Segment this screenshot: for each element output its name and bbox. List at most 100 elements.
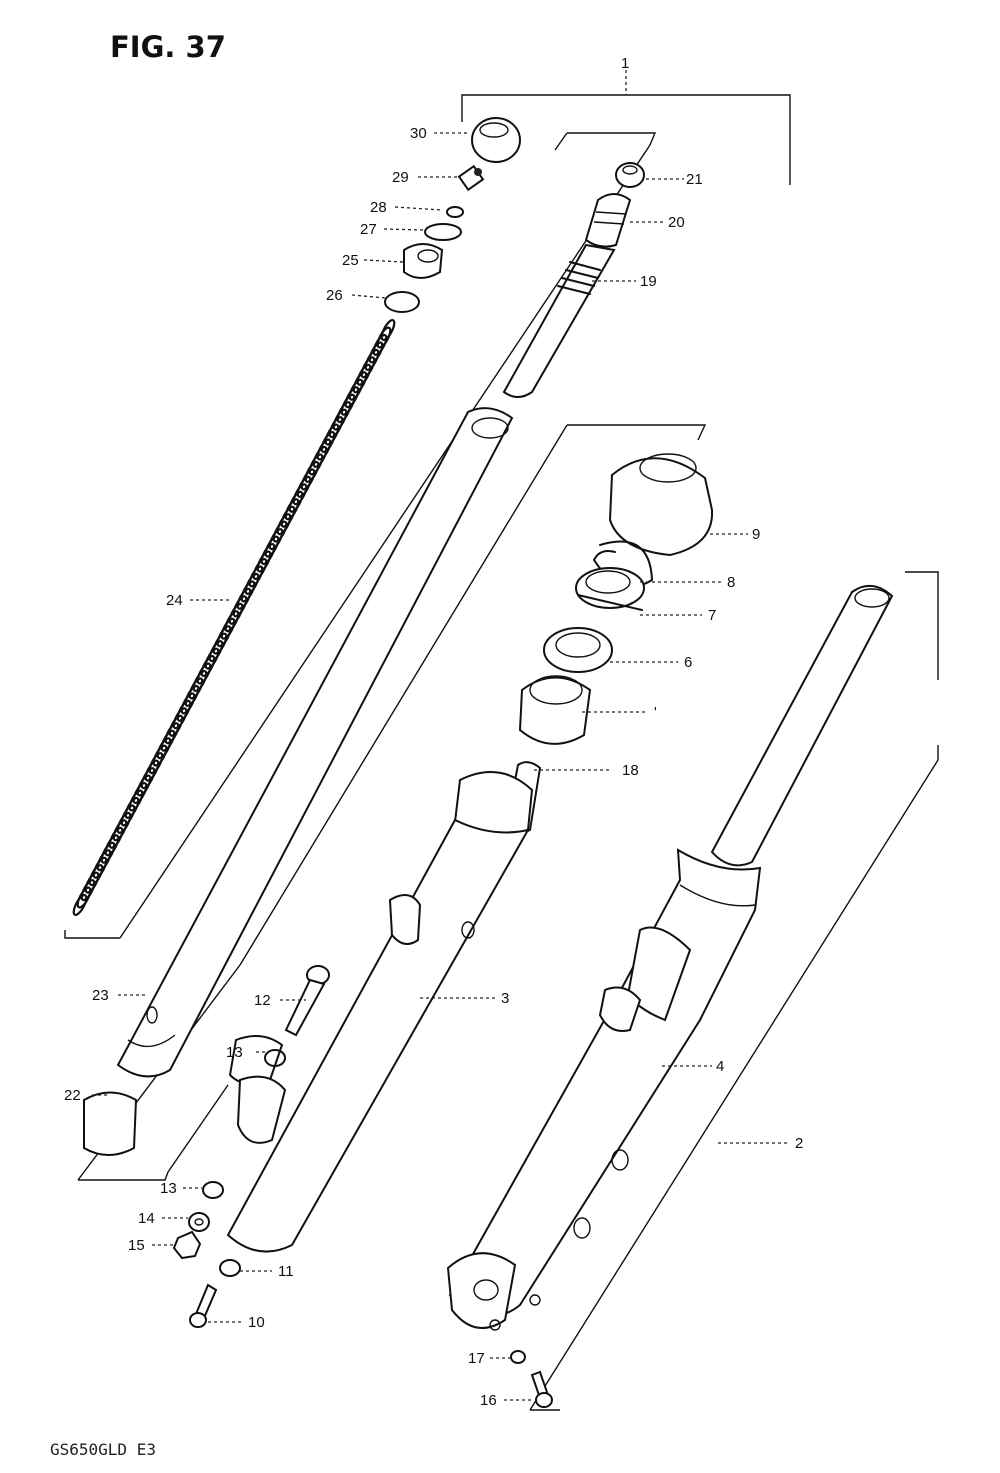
part-21-ring — [615, 162, 645, 188]
callout-23: 23 — [92, 987, 109, 1004]
callout-6: 6 — [684, 654, 692, 671]
part-17-washer — [510, 1350, 526, 1364]
callout-10: 10 — [248, 1314, 265, 1331]
spring-coil — [96, 849, 112, 872]
spring-coil — [308, 453, 324, 476]
callout-labels: 1 2 3 4 ' 6 7 8 9 10 11 12 13 13 14 15 1… — [64, 55, 803, 1409]
spring-coil — [304, 460, 320, 483]
spring-coil — [164, 722, 180, 745]
spring-coil — [124, 796, 140, 819]
part-24-spring — [72, 319, 396, 916]
spring-coil — [228, 602, 244, 625]
spring-coil — [80, 879, 96, 902]
callout-2: 2 — [795, 1135, 803, 1152]
callout-30: 30 — [410, 125, 427, 142]
callout-7: 7 — [708, 607, 716, 624]
callout-22: 22 — [64, 1087, 81, 1104]
part-15-nut — [172, 1230, 202, 1260]
group-outline-left — [64, 132, 657, 939]
callout-26: 26 — [326, 287, 343, 304]
part-14-washer — [188, 1212, 210, 1232]
spring-coil — [208, 640, 224, 663]
spring-coil — [344, 386, 360, 409]
spring-coil — [376, 326, 392, 349]
part-25-plug — [403, 243, 444, 279]
spring-coil — [192, 670, 208, 692]
spring-coil — [300, 468, 316, 491]
callout-18: 18 — [622, 762, 639, 779]
callout-17: 17 — [468, 1350, 485, 1367]
part-19-damper-rod — [502, 243, 616, 398]
spring-coil — [200, 655, 216, 677]
spring-coil — [116, 811, 132, 834]
callout-24: 24 — [166, 592, 183, 609]
spring-coil — [320, 431, 336, 453]
figure-title: FIG. 37 — [110, 30, 226, 64]
part-23-inner-tube — [116, 407, 514, 1078]
spring-coil — [76, 886, 92, 909]
figure-footer: GS650GLD E3 — [50, 1440, 156, 1459]
leader-lines — [92, 132, 790, 1401]
part-13a-washer — [264, 1049, 286, 1067]
part-20-piston — [584, 193, 632, 248]
spring-coil — [340, 393, 356, 416]
callout-5: ' — [654, 704, 657, 721]
spring-coil — [268, 528, 284, 551]
bracket-assembly-1 — [461, 70, 791, 185]
spring-coil — [280, 505, 296, 528]
callout-27: 27 — [360, 221, 377, 238]
part-29-valve — [457, 164, 485, 192]
callout-8: 8 — [727, 574, 735, 591]
callout-14: 14 — [138, 1210, 155, 1227]
spring-coil — [272, 520, 288, 543]
callout-25: 25 — [342, 252, 359, 269]
spring-coil — [188, 677, 204, 700]
spring-coil — [152, 744, 168, 767]
part-5-guide-bushing — [518, 675, 592, 745]
spring-coil — [72, 894, 88, 916]
callout-13a: 13 — [226, 1044, 243, 1061]
spring-coil — [252, 558, 268, 580]
spring-coil — [292, 483, 308, 506]
callout-1: 1 — [621, 55, 629, 72]
part-28-oring — [446, 206, 464, 218]
spring-coil — [160, 729, 176, 752]
spring-coil — [108, 826, 124, 849]
spring-coil — [232, 595, 248, 618]
part-27-oring — [424, 223, 462, 241]
spring-coil — [256, 550, 272, 573]
spring-coil — [312, 445, 328, 468]
part-16-bolt — [530, 1370, 553, 1408]
callout-4: 4 — [716, 1058, 724, 1075]
part-10-bolt — [189, 1283, 218, 1328]
spring-coil — [196, 662, 212, 685]
part-4-right-inner-tube — [710, 585, 894, 867]
spring-coil — [172, 707, 188, 730]
callout-21: 21 — [686, 171, 703, 188]
spring-coil — [128, 789, 144, 812]
callout-12: 12 — [254, 992, 271, 1009]
spring-coil — [380, 319, 396, 341]
callout-9: 9 — [752, 526, 760, 543]
spring-coil — [220, 617, 236, 640]
spring-coil — [112, 819, 128, 842]
callout-29: 29 — [392, 169, 409, 186]
callout-13b: 13 — [160, 1180, 177, 1197]
spring-coil — [240, 580, 256, 603]
callout-3: 3 — [501, 990, 509, 1007]
spring-coil — [140, 767, 156, 790]
callout-11: 11 — [278, 1263, 294, 1280]
part-30-cap — [471, 117, 521, 163]
spring-coil — [92, 856, 108, 879]
spring-coil — [244, 572, 260, 595]
spring-coil — [364, 348, 380, 371]
part-26-washer — [384, 291, 420, 313]
spring-coil — [216, 625, 232, 648]
spring-coil — [84, 871, 100, 894]
spring-coil — [332, 408, 348, 431]
spring-coil — [368, 341, 384, 364]
part-11-washer — [219, 1259, 241, 1277]
spring-coil — [168, 714, 184, 737]
part-22-bushing — [83, 1091, 138, 1156]
